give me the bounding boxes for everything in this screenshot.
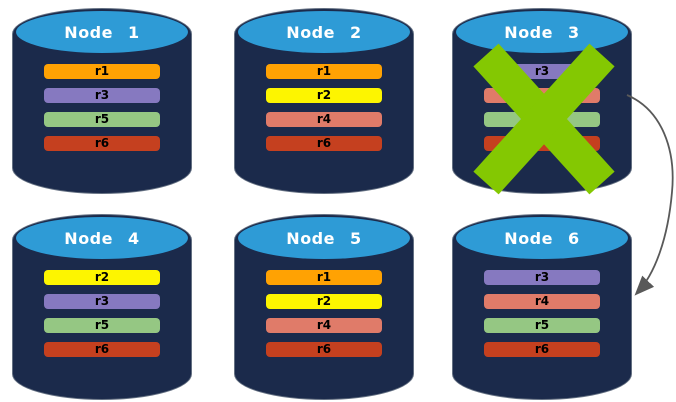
node-1-title: Node 1 (64, 22, 140, 42)
replica-bar-r6: r6 (266, 136, 382, 151)
replica-bar-r3: r3 (484, 270, 600, 285)
node-3-title: Node 3 (504, 22, 580, 42)
node-5-title: Node 5 (286, 228, 362, 248)
replica-bar-label: r6 (316, 342, 332, 356)
node-3: Node 3 r3 (452, 8, 632, 195)
replica-bar-label: r1 (94, 64, 110, 78)
node-5: Node 5 r1 r2 r4 r6 (234, 214, 414, 400)
replica-bar-r6: r6 (266, 342, 382, 357)
replica-bar (484, 136, 600, 151)
replica-bar-r1: r1 (266, 270, 382, 285)
replica-bar-r4: r4 (484, 294, 600, 309)
replica-bar (484, 112, 600, 127)
replica-bar-label: r3 (94, 88, 110, 102)
node-4: Node 4 r2 r3 r5 r6 (12, 214, 192, 400)
node-4-title: Node 4 (64, 228, 140, 248)
node-2-title: Node 2 (286, 22, 362, 42)
replica-bar-r5: r5 (484, 318, 600, 333)
replica-bar-label: r2 (316, 88, 332, 102)
node-2-cylinder-top: Node 2 (238, 11, 410, 53)
replica-bar-r4: r4 (266, 318, 382, 333)
replica-bar-r6: r6 (44, 342, 160, 357)
replica-bar-label: r2 (316, 294, 332, 308)
node-6-cylinder-top: Node 6 (456, 217, 628, 259)
replica-bar-label: r3 (534, 64, 550, 78)
replica-bar-r1: r1 (266, 64, 382, 79)
replica-bar-label: r4 (534, 294, 550, 308)
replica-bar-label: r3 (534, 270, 550, 284)
replica-bar-r4: r4 (266, 112, 382, 127)
replica-bar-label: r3 (94, 294, 110, 308)
replica-bar-label: r5 (94, 318, 110, 332)
node-4-cylinder-top: Node 4 (16, 217, 188, 259)
replica-bar-label: r1 (316, 270, 332, 284)
node-6-title: Node 6 (504, 228, 580, 248)
replica-bar-r3: r3 (484, 64, 600, 79)
replica-bar-r6: r6 (44, 136, 160, 151)
replica-bar-r2: r2 (266, 294, 382, 309)
replica-bar-label: r6 (94, 136, 110, 150)
node-6: Node 6 r3 r4 r5 r6 (452, 214, 632, 400)
replica-bar-label: r6 (316, 136, 332, 150)
replica-bar-r3: r3 (44, 294, 160, 309)
node-1-cylinder-top: Node 1 (16, 11, 188, 53)
replica-bar-r1: r1 (44, 64, 160, 79)
replica-bar-r3: r3 (44, 88, 160, 103)
replica-bar (484, 88, 600, 103)
replica-bar-label: r5 (94, 112, 110, 126)
arrow-path (626, 94, 674, 296)
replica-bar-label: r2 (94, 270, 110, 284)
replica-bar-r5: r5 (44, 318, 160, 333)
node-3-cylinder-top: Node 3 (456, 11, 628, 53)
replica-bar-label: r4 (316, 318, 332, 332)
replica-bar-label: r4 (316, 112, 332, 126)
replica-bar-label: r5 (534, 318, 550, 332)
replica-bar-r6: r6 (484, 342, 600, 357)
replica-bar-label: r6 (94, 342, 110, 356)
replica-bar-r2: r2 (266, 88, 382, 103)
node-2: Node 2 r1 r2 r4 r6 (234, 8, 414, 194)
replica-bar-label: r6 (534, 342, 550, 356)
node-5-cylinder-top: Node 5 (238, 217, 410, 259)
replica-bar-r2: r2 (44, 270, 160, 285)
replica-bar-label: r1 (316, 64, 332, 78)
replica-bar-r5: r5 (44, 112, 160, 127)
node-1: Node 1 r1 r3 r5 r6 (12, 8, 192, 194)
